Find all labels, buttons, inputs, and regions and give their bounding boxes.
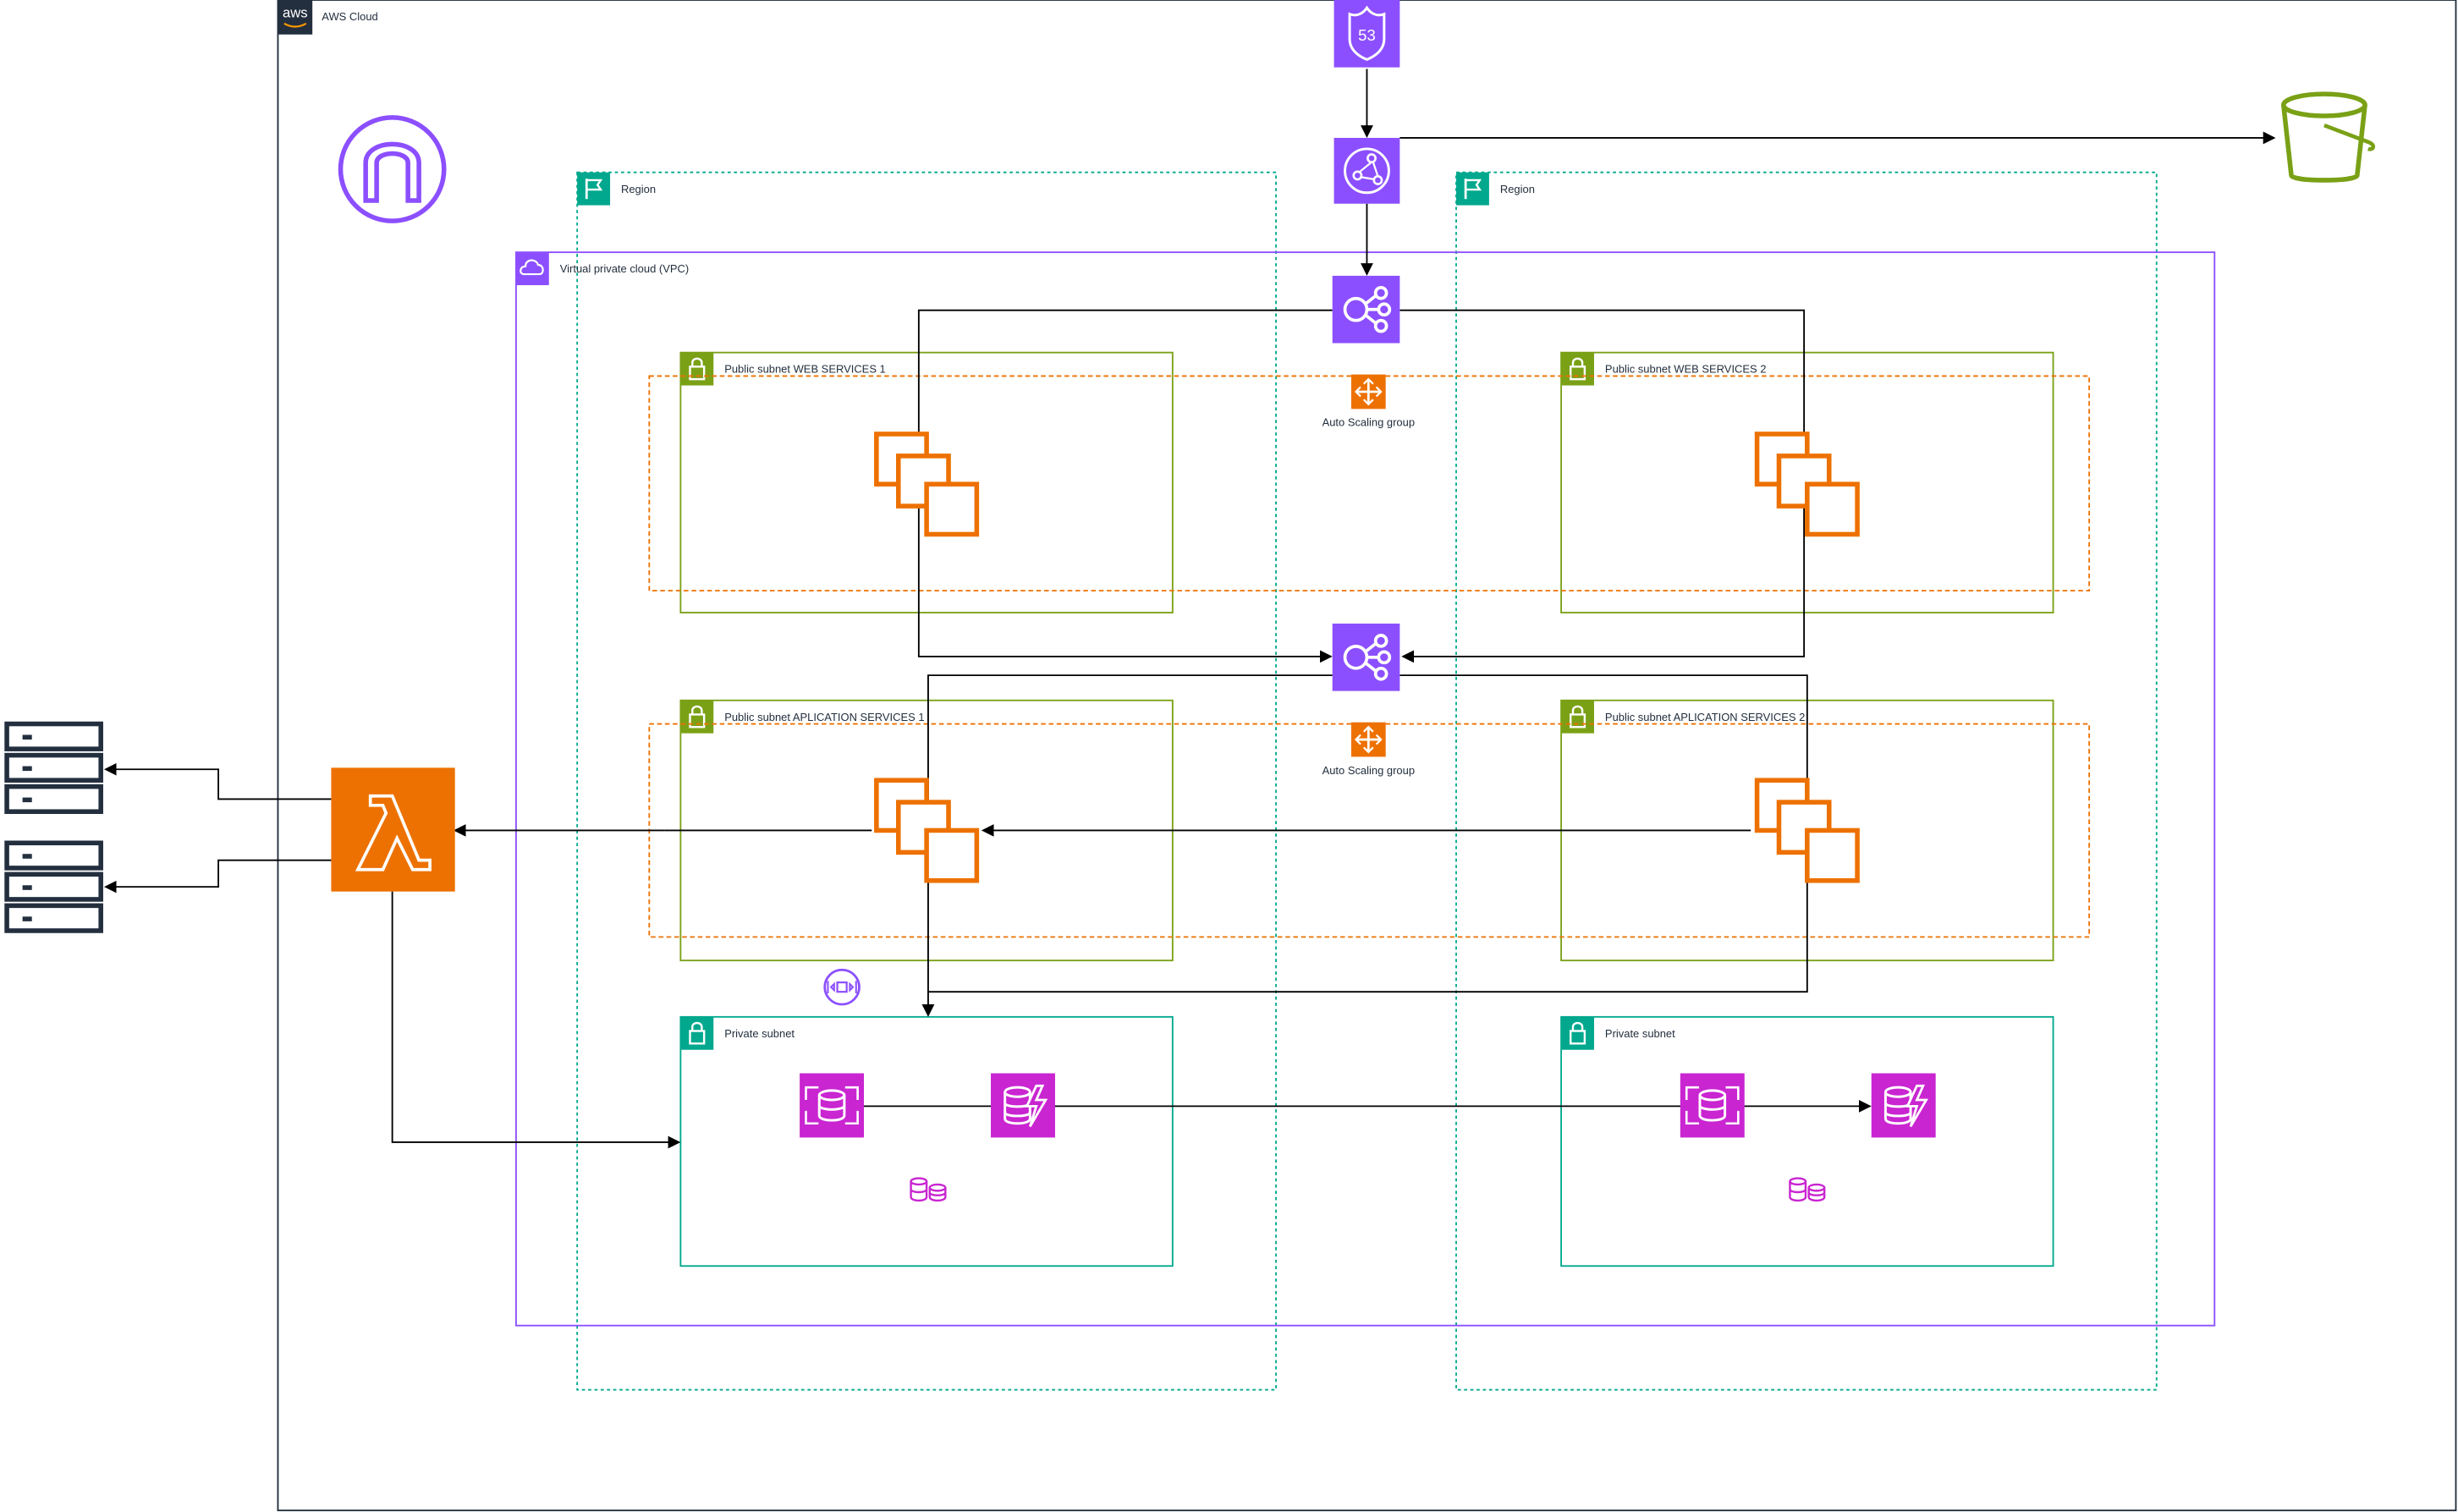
subnet-private-2 [1560,1015,2054,1267]
route53-badge: 53 [1358,26,1376,44]
aws-cloud-boundary [277,0,2457,1512]
elasticache-icon [989,1072,1057,1139]
auto-scaling-group-web [648,375,2091,592]
lambda-icon [331,767,455,892]
database-icon [910,1177,947,1202]
subnet-private-1 [679,1015,1174,1267]
subnet-lock-icon [679,351,715,387]
aws-logo-text: aws [283,4,308,20]
elastic-load-balancer-icon [1330,622,1402,693]
aws-cloud-label: AWS Cloud [322,10,377,23]
elastic-load-balancer-icon [1330,274,1402,345]
subnet-lock-icon [679,1015,715,1051]
subnet-web-1 [679,351,1174,613]
subnet-lock-icon [679,699,715,734]
auto-scaling-app-label: Auto Scaling group [1322,764,1415,777]
server-icon [7,724,101,812]
region-label-1: Region [621,183,656,195]
region-flag-icon [575,171,612,206]
subnet-private-2-label: Private subnet [1605,1027,1675,1040]
vpc-label: Virtual private cloud (VPC) [560,262,689,275]
vpc-cloud-icon [515,252,549,286]
route53-icon: 53 [1333,0,1400,68]
auto-scaling-icon [1350,721,1388,758]
subnet-private-1-label: Private subnet [724,1027,795,1040]
server-icon [7,843,101,931]
subnet-lock-icon [1559,699,1596,734]
vpc-boundary [514,251,2216,1327]
ec2-instances-icon [877,434,977,535]
subnet-web-2-label: Public subnet WEB SERVICES 2 [1605,363,1767,376]
connectors [103,69,2276,1149]
elastic-ip-icon [338,115,447,223]
cloudfront-icon [1333,137,1400,204]
rds-icon [1679,1072,1746,1139]
subnet-web-2 [1560,351,2054,613]
subnet-lock-icon [1559,351,1596,387]
subnet-web-1-label: Public subnet WEB SERVICES 1 [724,363,886,376]
rds-icon [798,1072,866,1139]
region-flag-icon [1454,171,1491,206]
database-icon [1789,1177,1826,1202]
region-label-2: Region [1500,183,1535,195]
ec2-instances-icon [1757,434,1858,535]
auto-scaling-icon [1350,373,1388,410]
ec2-instances-icon [877,780,977,881]
ec2-instances-icon [1757,780,1858,881]
subnet-app-1-label: Public subnet APLICATION SERVICES 1 [724,711,924,723]
auto-scaling-web-label: Auto Scaling group [1322,416,1415,429]
region-boundary-1 [576,171,1277,1391]
aws-logo-icon: aws [278,0,313,35]
subnet-lock-icon [1559,1015,1596,1051]
s3-bucket-icon [2280,91,2376,183]
vpc-endpoint-icon [823,968,861,1006]
subnet-app-2-label: Public subnet APLICATION SERVICES 2 [1605,711,1805,723]
elasticache-icon [1870,1072,1938,1139]
